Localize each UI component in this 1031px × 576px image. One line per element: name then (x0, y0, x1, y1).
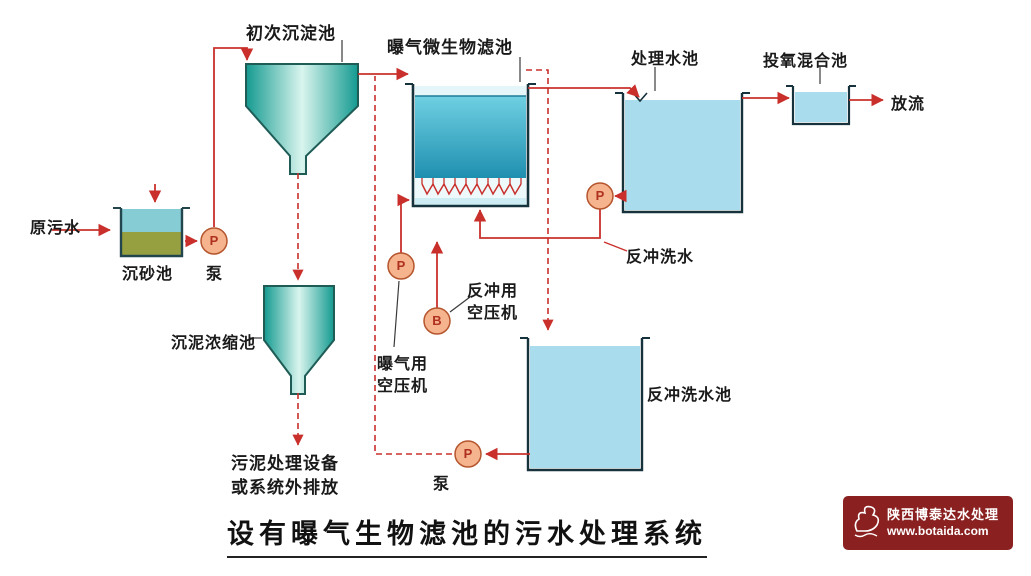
label-raw-sewage: 原污水 (30, 220, 82, 237)
backwash-water-feed-arrow (473, 209, 601, 239)
backwash-recycle-dashed-line (374, 76, 452, 455)
pump-circles (200, 182, 614, 468)
backwash-blower-circle (423, 307, 451, 335)
label-leader-lines (250, 40, 821, 348)
watermark-website: www.botaida.com (887, 523, 989, 538)
grit-pump-letter: P (209, 232, 219, 248)
biofilter-to-treated-arrow (528, 84, 640, 98)
backwash-water-leader-line (603, 241, 628, 252)
flow-lines-solid (52, 47, 884, 461)
label-sludge-thickener: 沉泥浓缩池 (171, 335, 257, 352)
backwash-water-tank (520, 337, 650, 472)
recycle-pump-letter: P (463, 445, 473, 461)
pump-to-primary-arrow (213, 47, 254, 227)
watermark-swan-icon (849, 501, 883, 546)
backwash-pump-letter: P (595, 187, 605, 203)
diagram-title: 设有曝气生物滤池的污水处理系统 (227, 512, 707, 558)
label-primary-clarifier: 初次沉淀池 (246, 24, 336, 43)
label-grit-pump: 泵 (206, 266, 224, 283)
label-biofilter: 曝气微生物滤池 (387, 38, 513, 57)
label-aeration-compressor-1: 曝气用 (377, 356, 429, 373)
backwash-pump-circle (586, 182, 614, 210)
watermark-badge: 陕西博泰达水处理 www.botaida.com (843, 496, 1013, 550)
recycle-pump-circle (454, 440, 482, 468)
aeration-air-line-arrow (397, 193, 410, 253)
aeration-blower-letter: P (396, 257, 406, 273)
grit-chamber-tank (113, 207, 190, 258)
label-sludge-disposal-1: 污泥处理设备 (231, 454, 339, 473)
label-backwash-tank: 反冲洗水池 (647, 387, 733, 404)
flow-lines-dashed (292, 69, 554, 455)
aeration-blower-circle (387, 252, 415, 280)
backwash-blower-letter: B (432, 312, 442, 328)
grit-pump-circle (200, 227, 228, 255)
biofilter-drain-dashed-arrow (526, 69, 554, 331)
aeration-nozzles-zigzag (421, 182, 522, 196)
label-backwash-compressor-2: 空压机 (467, 305, 519, 322)
oxygen-mixing-tank (786, 85, 856, 126)
label-backwash-compressor-1: 反冲用 (467, 283, 519, 300)
sludge-thickener-tank (263, 285, 335, 395)
biofilter-tank (405, 83, 536, 208)
label-treated-tank: 处理水池 (631, 51, 700, 68)
label-aeration-compressor-2: 空压机 (377, 378, 429, 395)
label-discharge: 放流 (891, 96, 926, 113)
label-recycle-pump: 泵 (433, 476, 451, 493)
label-sludge-disposal-2: 或系统外排放 (231, 478, 339, 497)
treated-water-tank (615, 92, 750, 214)
watermark-company: 陕西博泰达水处理 (887, 506, 1000, 522)
primary-clarifier-tank (245, 63, 359, 175)
label-oxygen-tank: 投氧混合池 (763, 53, 849, 70)
label-grit-chamber: 沉砂池 (122, 266, 174, 283)
label-backwash-water: 反冲洗水 (626, 249, 695, 266)
